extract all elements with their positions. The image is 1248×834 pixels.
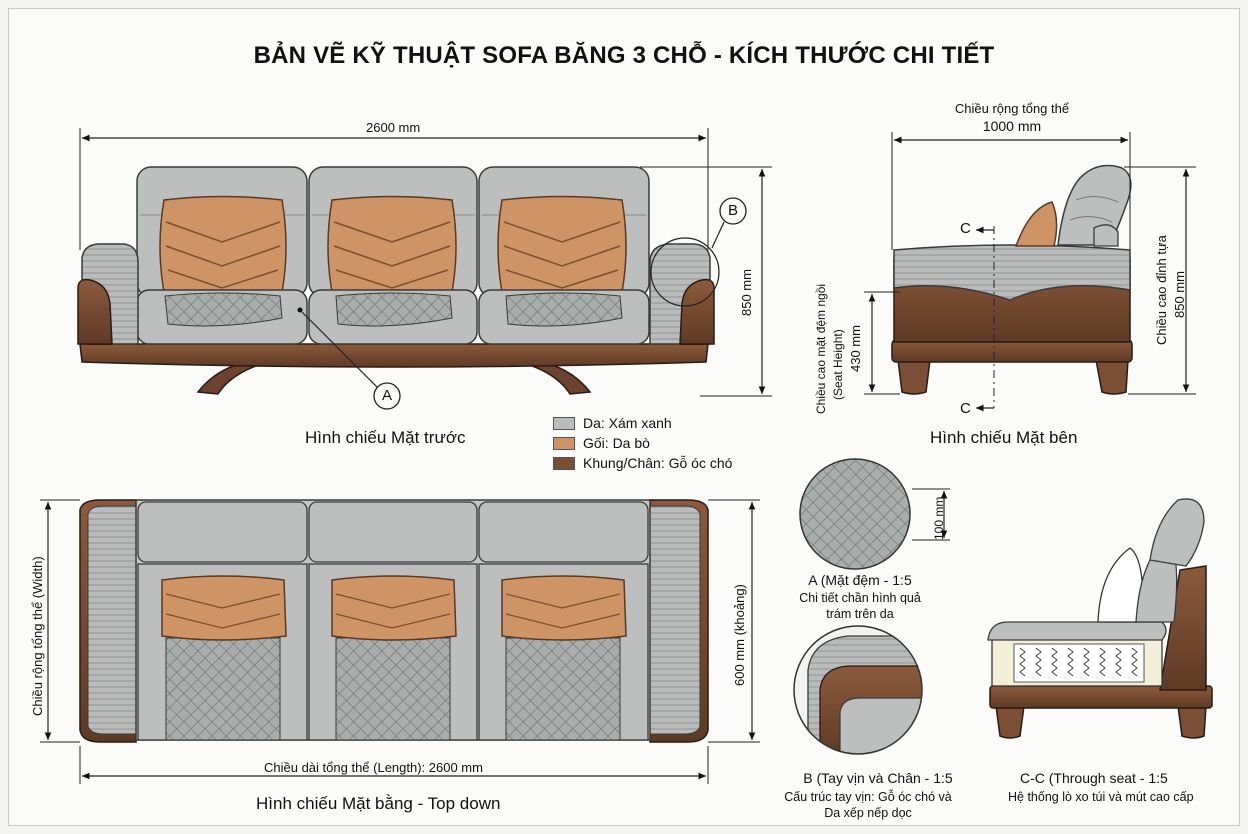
detail-a-desc-1: Chi tiết chần hình quả — [799, 591, 921, 605]
legend-label: Khung/Chân: Gỗ óc chó — [583, 455, 733, 471]
side-view-drawing — [864, 132, 1196, 412]
pillow-top-1 — [161, 575, 287, 641]
detail-b-drawing — [793, 625, 923, 755]
legend-label: Da: Xám xanh — [583, 415, 672, 431]
legend-item-leather: Da: Xám xanh — [553, 414, 672, 432]
pillow-top-3 — [501, 575, 627, 641]
detail-a-desc-2: trám trên da — [826, 607, 894, 621]
detail-a-drawing — [799, 458, 950, 570]
detail-a-title: A (Mặt đệm - 1:5 — [808, 572, 912, 588]
legend-swatch — [553, 456, 575, 470]
top-length-dimension: Chiều dài tổng thể (Length): 2600 mm — [264, 760, 483, 775]
top-view-drawing — [40, 499, 760, 784]
detail-b-desc-2: Da xếp nếp dọc — [824, 806, 912, 820]
side-depth-label: Chiều rộng tổng thể — [954, 101, 1070, 116]
callout-b-label: B — [728, 202, 739, 219]
detail-a-dimension: 100 mm — [932, 496, 946, 540]
pillow-top-2 — [331, 575, 457, 641]
front-view-caption: Hình chiếu Mặt trước — [305, 428, 466, 447]
front-view-drawing — [77, 128, 772, 410]
top-view-caption: Hình chiếu Mặt bằng - Top down — [256, 794, 501, 813]
legend-label: Gối: Da bò — [583, 435, 650, 451]
seat-height-label: Chiều cao mặt đệm ngồi — [814, 283, 828, 414]
pillow-front-3 — [497, 195, 627, 296]
seat-height-label-en: (Seat Height) — [831, 329, 845, 400]
pillow-front-1 — [159, 195, 287, 296]
callout-a-label: A — [382, 387, 393, 404]
detail-b-title: B (Tay vịn và Chân - 1:5 — [803, 770, 953, 786]
back-height-dimension: 850 mm — [1172, 271, 1187, 318]
back-height-label: Chiều cao đỉnh tựa — [1154, 235, 1169, 345]
legend-item-frame: Khung/Chân: Gỗ óc chó — [553, 454, 732, 472]
side-view-caption: Hình chiếu Mặt bên — [930, 428, 1078, 447]
seat-height-dimension: 430 mm — [848, 325, 863, 372]
legend-item-pillow: Gối: Da bò — [553, 434, 650, 452]
detail-b-desc-1: Cấu trúc tay vịn: Gỗ óc chó và — [784, 790, 952, 804]
legend-swatch — [553, 416, 575, 430]
detail-c-desc-1: Hệ thống lò xo túi và mút cao cấp — [1008, 790, 1194, 804]
side-depth-dimension: 1000 mm — [982, 118, 1042, 134]
page-title: BẢN VẼ KỸ THUẬT SOFA BĂNG 3 CHỖ - KÍCH T… — [253, 42, 995, 69]
front-height-dimension: 850 mm — [739, 269, 754, 316]
legend-swatch — [553, 436, 575, 450]
section-mark-top: C — [960, 220, 971, 237]
section-mark-bottom: C — [960, 400, 971, 417]
detail-c-title: C-C (Through seat - 1:5 — [1020, 770, 1168, 786]
front-width-dimension: 2600 mm — [366, 120, 421, 135]
pillow-front-2 — [327, 195, 457, 296]
detail-c-drawing — [987, 498, 1213, 739]
